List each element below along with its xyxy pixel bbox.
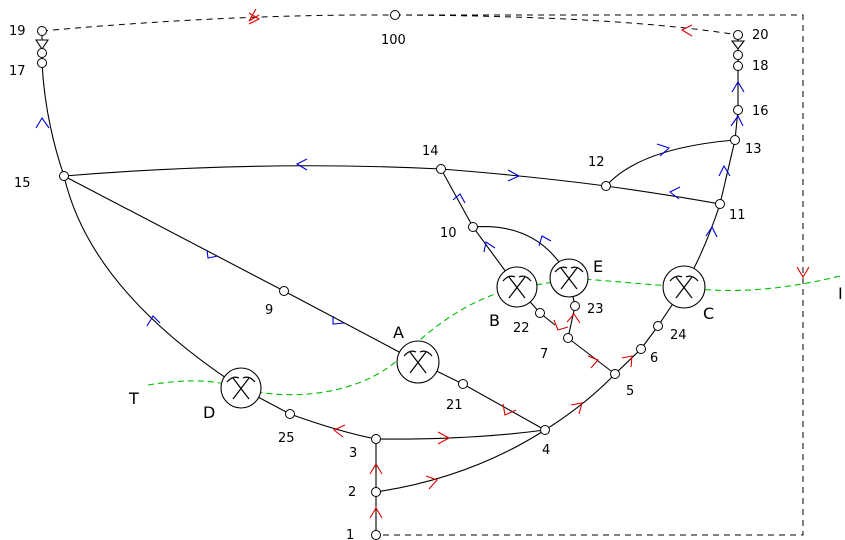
label-10: 10 (440, 226, 457, 241)
label-17: 17 (9, 64, 26, 79)
label-25: 25 (278, 431, 295, 446)
label-24: 24 (670, 328, 687, 343)
label-4: 4 (542, 443, 550, 458)
fan-left (34, 39, 50, 50)
inflow-arrows (248, 8, 810, 519)
label-14: 14 (422, 144, 439, 159)
work-site-c (662, 265, 706, 309)
node-4 (540, 425, 550, 435)
node-18 (733, 61, 743, 71)
node-3 (371, 434, 381, 444)
junction-nodes (37, 10, 743, 540)
label-1: 1 (346, 528, 354, 540)
work-site-b (496, 266, 538, 308)
label-16: 16 (752, 104, 769, 119)
label-18: 18 (752, 59, 769, 74)
node-22 (535, 308, 545, 318)
label-9: 9 (265, 303, 273, 318)
node-2 (371, 487, 381, 497)
pickaxe-icon (502, 275, 532, 299)
node-14 (436, 164, 446, 174)
node-11 (715, 199, 725, 209)
site-label-d: D (203, 403, 215, 422)
site-label-e: E (593, 257, 603, 276)
label-23: 23 (587, 302, 604, 317)
fault-end-right: I (838, 284, 843, 303)
node-12 (601, 181, 611, 191)
node-13 (730, 135, 740, 145)
node-24 (653, 321, 663, 331)
label-100: 100 (381, 33, 406, 48)
pickaxe-icon (403, 350, 433, 374)
node-6 (636, 344, 646, 354)
pickaxe-icon (554, 266, 584, 290)
node-1 (371, 530, 381, 540)
node-5 (610, 369, 620, 379)
node-labels: 1 2 3 4 5 6 7 9 10 11 12 13 14 15 16 17 … (9, 24, 769, 540)
node-21 (458, 379, 468, 389)
label-6: 6 (650, 351, 658, 366)
surface-connection-lines (41, 14, 804, 536)
node-17b (37, 48, 47, 58)
label-21: 21 (446, 398, 463, 413)
node-20 (733, 30, 743, 40)
fan-icon (730, 40, 746, 50)
label-15: 15 (14, 176, 31, 191)
label-3: 3 (349, 446, 357, 461)
site-label-c: C (703, 304, 714, 323)
pickaxe-icon (226, 376, 256, 400)
label-13: 13 (745, 142, 762, 157)
node-16 (733, 105, 743, 115)
node-7 (563, 333, 573, 343)
pickaxe-icon (669, 275, 699, 299)
work-site-d (220, 367, 262, 409)
node-9 (279, 286, 289, 296)
node-100 (390, 10, 400, 20)
work-site-e (549, 258, 589, 298)
label-19: 19 (9, 24, 26, 39)
node-25 (285, 409, 295, 419)
label-11: 11 (729, 208, 746, 223)
work-site-a (396, 340, 440, 384)
node-19 (37, 26, 47, 36)
label-5: 5 (626, 384, 634, 399)
node-17 (37, 58, 47, 68)
fault-end-left: T (128, 389, 139, 408)
label-22: 22 (513, 321, 530, 336)
node-10 (468, 222, 478, 232)
airway-edges (41, 31, 739, 535)
fan-icon (34, 39, 50, 50)
label-12: 12 (588, 155, 605, 170)
node-23 (570, 301, 580, 311)
label-20: 20 (752, 28, 769, 43)
node-15 (59, 171, 69, 181)
work-site-labels: A B C D E T I (128, 257, 843, 422)
site-label-a: A (393, 323, 404, 342)
fan-right (730, 40, 746, 50)
return-arrows (35, 80, 745, 327)
node-18b (733, 50, 743, 60)
label-7: 7 (540, 347, 548, 362)
site-label-b: B (489, 311, 500, 330)
label-2: 2 (348, 485, 356, 500)
